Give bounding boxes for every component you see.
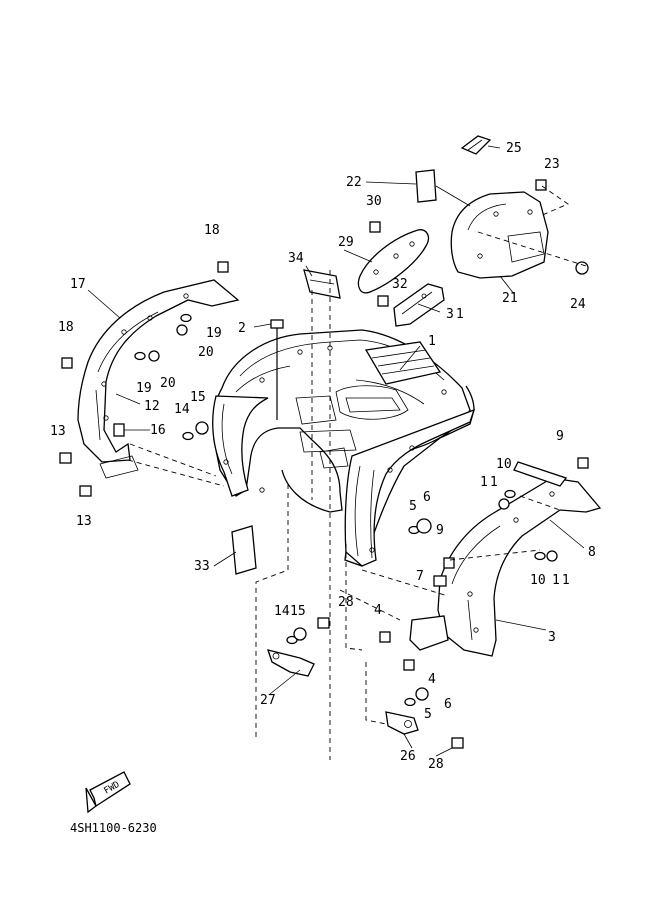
leader-lines [87, 145, 585, 757]
callout: 5 [424, 707, 432, 722]
callout: 4 [428, 672, 436, 687]
callout: 34 [288, 251, 304, 266]
callout: 11 [480, 475, 500, 490]
callout: 9 [556, 429, 564, 444]
bracket-under-fender [409, 615, 449, 651]
callout: 33 [194, 559, 210, 574]
callout: 11 [552, 573, 572, 588]
callout: 25 [506, 141, 522, 156]
callout: 10 [496, 457, 512, 472]
fasteners [59, 179, 589, 749]
left-mudflap-part [77, 279, 240, 479]
callout: 8 [588, 545, 596, 560]
callout: 20 [160, 376, 176, 391]
sticker-22 [415, 169, 437, 203]
callout: 6 [423, 490, 431, 505]
callout: 13 [50, 424, 66, 439]
sticker-34 [303, 269, 341, 299]
callout: 1 [428, 334, 436, 349]
callout: 4 [374, 603, 382, 618]
callout: 21 [502, 291, 518, 306]
callout: 6 [444, 697, 452, 712]
rear-fender-part [212, 329, 476, 567]
callout: 16 [150, 423, 166, 438]
callout: 31 [446, 307, 466, 322]
bracket-part-31 [393, 283, 445, 327]
callout: 28 [338, 595, 354, 610]
fwd-arrow-icon: FWD [85, 771, 131, 814]
right-mudflap-part [437, 461, 602, 657]
callout: 10 [530, 573, 546, 588]
callout: 2 [238, 321, 246, 336]
clip-part-25 [460, 135, 492, 155]
callout: 9 [436, 523, 444, 538]
diagram-code: 4SH1100-6230 [70, 821, 157, 835]
callout: 24 [570, 297, 586, 312]
callout: 18 [204, 223, 220, 238]
assembly-lines [127, 185, 587, 760]
callout: 29 [338, 235, 354, 250]
callout: 19 [206, 326, 222, 341]
bracket-part-26 [385, 711, 419, 735]
bracket-part-27 [267, 649, 315, 677]
callout: 14 [174, 402, 190, 417]
callout: 17 [70, 277, 86, 292]
callout: 7 [416, 569, 424, 584]
callout: 12 [144, 399, 160, 414]
callout-labels: 1 2 3 4 4 5 5 6 6 7 8 9 9 10 10 11 11 12… [50, 141, 596, 772]
sticker-33 [231, 525, 257, 575]
callout: 22 [346, 175, 362, 190]
cover-part-21 [450, 191, 549, 279]
callout: 19 [136, 381, 152, 396]
callout: 14 [274, 604, 290, 619]
callout: 15 [190, 390, 206, 405]
callout: 20 [198, 345, 214, 360]
callout: 26 [400, 749, 416, 764]
callout: 30 [366, 194, 382, 209]
callout: 13 [76, 514, 92, 529]
callout: 15 [290, 604, 306, 619]
callout: 27 [260, 693, 276, 708]
callout: 5 [409, 499, 417, 514]
callout: 23 [544, 157, 560, 172]
callout: 3 [548, 630, 556, 645]
callout: 18 [58, 320, 74, 335]
callout: 28 [428, 757, 444, 772]
callout: 32 [392, 277, 408, 292]
plate-part-29 [357, 229, 430, 294]
